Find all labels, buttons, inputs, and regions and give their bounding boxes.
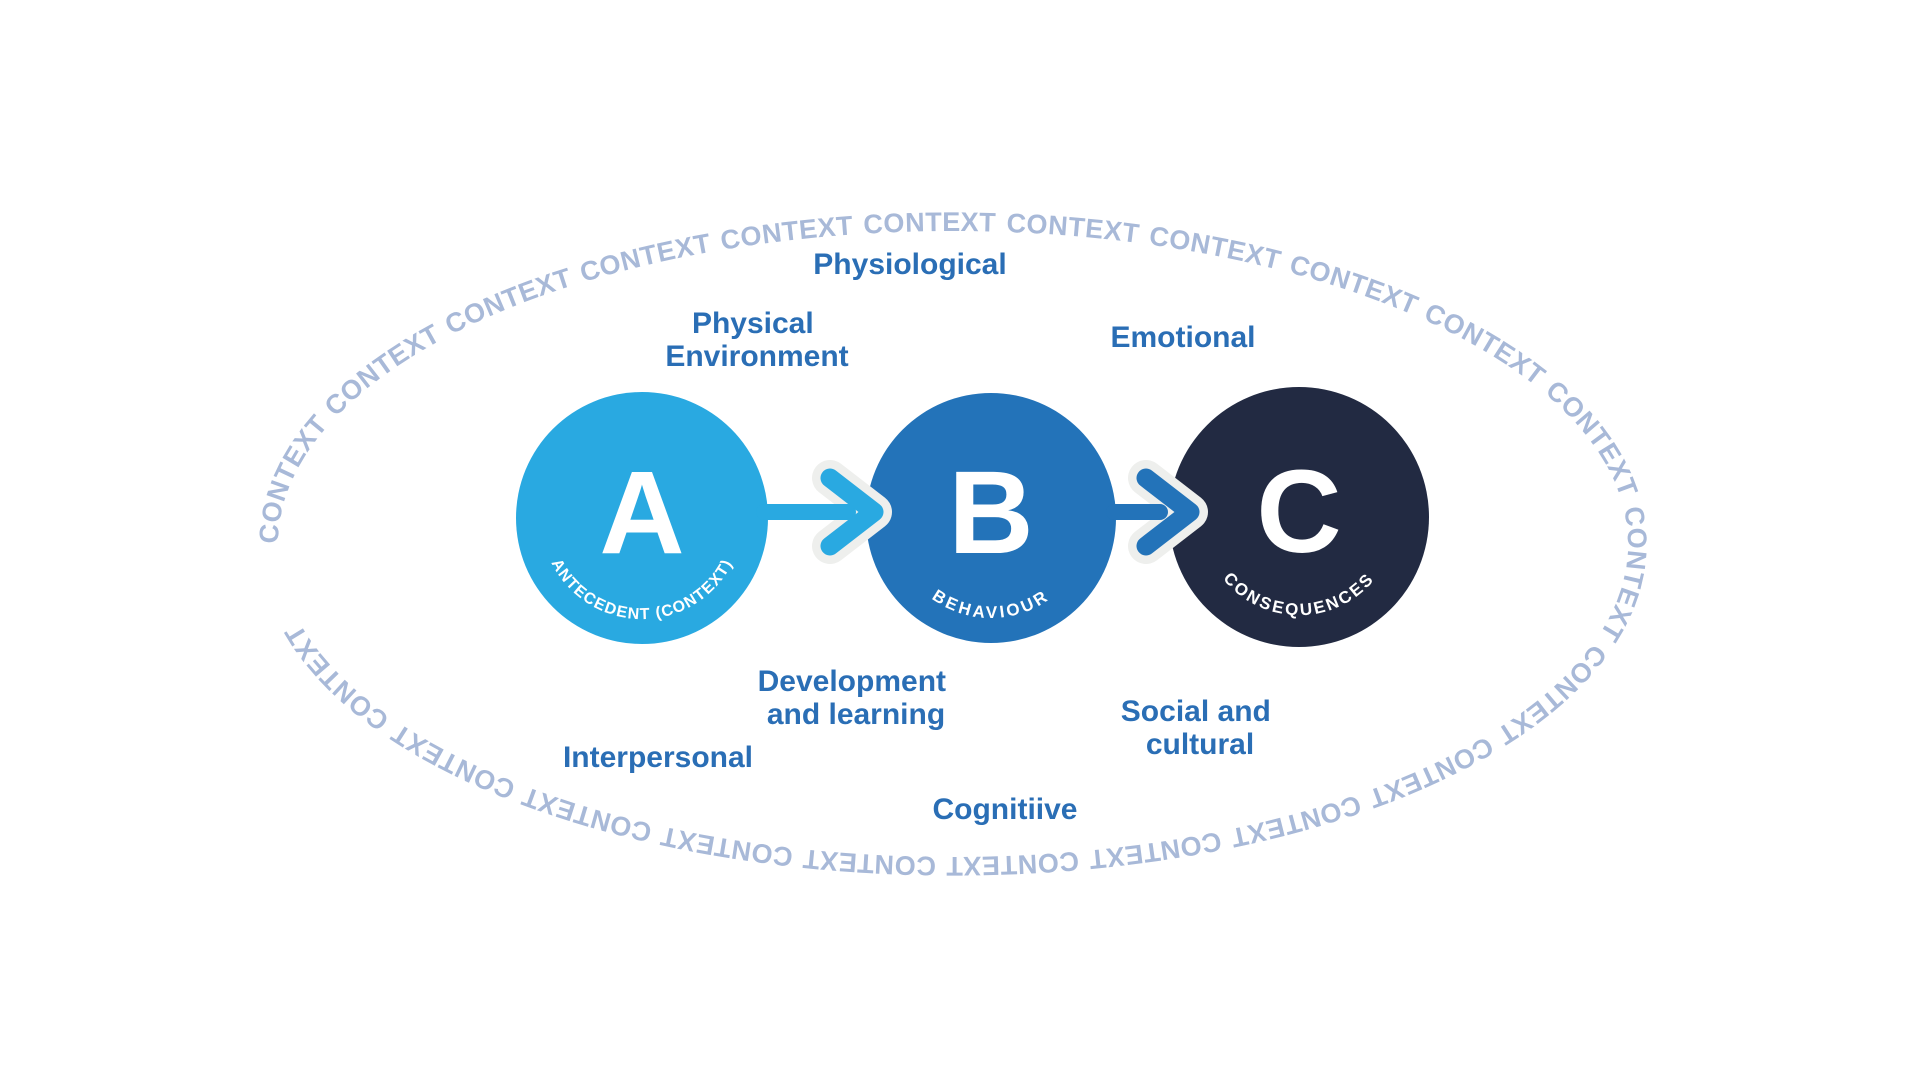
consequences-letter: C: [1256, 446, 1341, 578]
arrow-a-to-b: [756, 460, 892, 564]
arrow-a-to-b-head: [820, 468, 884, 556]
label-development-and-learning: Development and learning: [758, 665, 955, 731]
label-social-line1: Social and: [1121, 695, 1271, 728]
label-physical-environment: Physical Environment: [665, 307, 848, 373]
antecedent-circle: [516, 392, 768, 644]
behaviour-letter: B: [948, 447, 1033, 579]
label-development-line2: and learning: [767, 698, 945, 731]
label-social-and-cultural: Social and cultural: [1121, 695, 1279, 761]
node-behaviour: B BEHAVIOUR: [866, 393, 1116, 643]
label-development-line1: Development: [758, 665, 946, 698]
label-physical-environment-line2: Environment: [665, 340, 848, 373]
label-interpersonal: Interpersonal: [563, 741, 753, 774]
behaviour-circle: [866, 393, 1116, 643]
node-consequences: C CONSEQUENCES: [1169, 387, 1429, 647]
arrow-b-to-c-head: [1136, 468, 1200, 556]
label-social-line2: cultural: [1146, 728, 1254, 761]
consequences-circle: [1169, 387, 1429, 647]
node-antecedent: A ANTECEDENT (CONTEXT): [516, 392, 768, 644]
antecedent-letter: A: [599, 447, 684, 579]
label-physiological: Physiological: [813, 248, 1006, 281]
label-cognitiive: Cognitiive: [932, 793, 1077, 826]
label-emotional: Emotional: [1110, 321, 1255, 354]
arrow-b-to-c: [1106, 460, 1208, 564]
label-physical-environment-line1: Physical: [692, 307, 814, 340]
